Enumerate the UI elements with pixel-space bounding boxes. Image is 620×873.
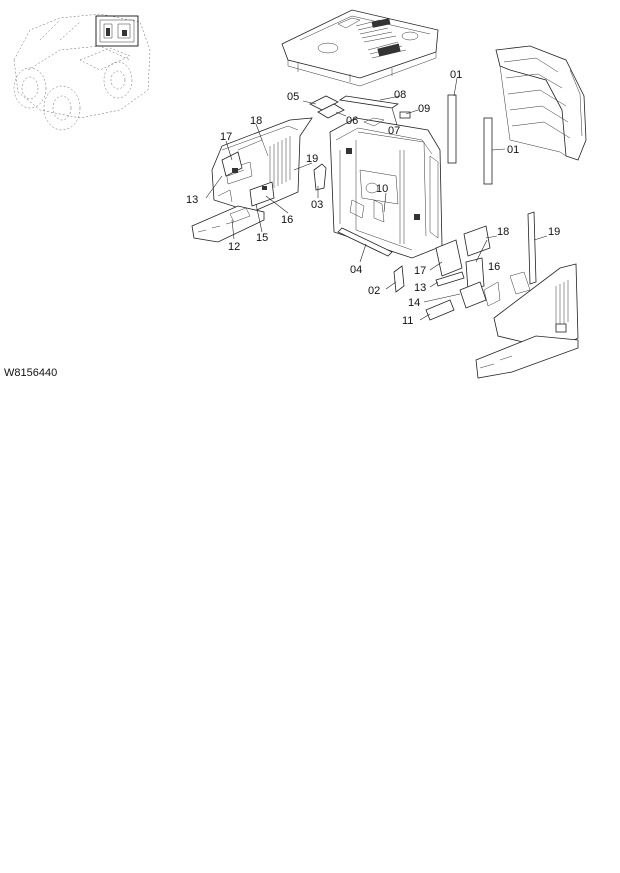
- callout-12: 12: [228, 241, 240, 253]
- bracket-03: [313, 163, 327, 191]
- callout-02: 02: [368, 285, 380, 297]
- front-grille: [495, 45, 587, 161]
- callout-16-right: 16: [488, 261, 500, 273]
- callout-15: 15: [256, 232, 268, 244]
- leader-lines: [205, 77, 548, 321]
- callout-08: 08: [394, 89, 406, 101]
- drawing-id-label: W8156440: [4, 367, 58, 379]
- highlighted-cab-area: [95, 15, 139, 47]
- panel-14-right: [459, 281, 487, 309]
- right-side-panel-assembly: [475, 263, 579, 379]
- seal-strip-01-upper: [447, 94, 457, 164]
- tractor-locator-thumbnail: [13, 13, 151, 131]
- callout-04: 04: [350, 264, 362, 276]
- callout-19-left: 19: [306, 153, 318, 165]
- callout-13-left: 13: [186, 194, 198, 206]
- bracket-02: [393, 265, 405, 293]
- callout-11: 11: [402, 315, 413, 327]
- callout-01-lower: 01: [507, 144, 519, 156]
- panel-11-right: [425, 299, 455, 321]
- callout-07: 07: [388, 125, 400, 137]
- strip-13-right: [435, 271, 465, 287]
- cab-frame: [329, 117, 443, 259]
- pad-05: [309, 95, 339, 111]
- clip-09: [399, 111, 411, 119]
- left-side-panel-assembly: [211, 117, 313, 213]
- callout-16-left: 16: [281, 214, 293, 226]
- callout-03: 03: [311, 199, 323, 211]
- pad-06: [317, 103, 345, 119]
- callout-17-right: 17: [414, 265, 426, 277]
- callout-17-left: 17: [220, 131, 232, 143]
- panel-18-right: [463, 225, 491, 257]
- panel-17-right: [435, 239, 463, 277]
- seal-strip-01-lower: [483, 117, 493, 185]
- seal-strip-08: [338, 95, 400, 109]
- callout-05: 05: [287, 91, 299, 103]
- seal-strip-04: [337, 227, 393, 257]
- callout-01-upper: 01: [450, 69, 462, 81]
- callout-09: 09: [418, 103, 430, 115]
- left-floor-plate: [191, 205, 265, 243]
- callout-10: 10: [376, 183, 388, 195]
- callout-18-right: 18: [497, 226, 509, 238]
- callout-18-left: 18: [250, 115, 262, 127]
- hood-top-panel: [281, 9, 439, 87]
- callout-13-right: 13: [414, 282, 426, 294]
- seal-strip-19-right: [527, 211, 537, 285]
- callout-06: 06: [346, 115, 358, 127]
- callout-14: 14: [408, 297, 420, 309]
- callout-19-right: 19: [548, 226, 560, 238]
- callout-labels: 01 01 05 06 08 09 07 18 17 19 13 03 16 1…: [186, 69, 560, 327]
